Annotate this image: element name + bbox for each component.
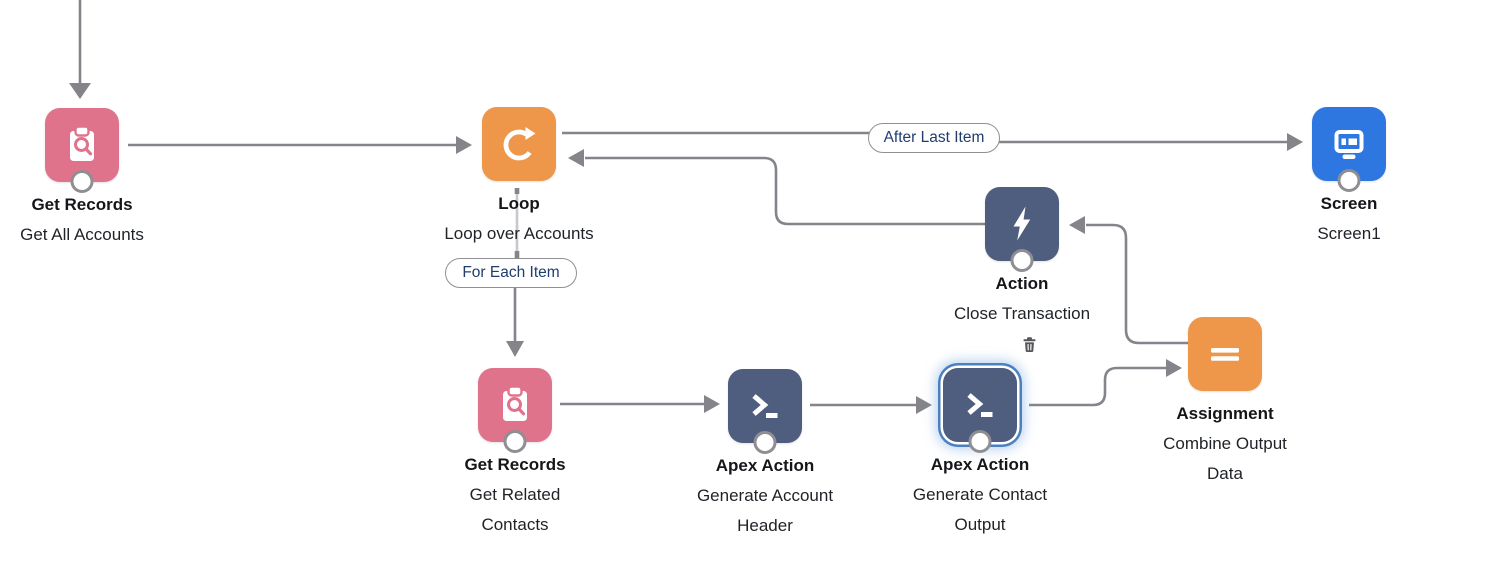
node-api-name: Loop over Accounts xyxy=(444,224,594,243)
connector-anchor[interactable] xyxy=(503,430,527,453)
arrowhead-right xyxy=(456,136,472,154)
node-loop-over-accounts[interactable]: Loop Loop over Accounts xyxy=(444,107,594,243)
node-get-related-contacts[interactable]: Get Records Get Related Contacts xyxy=(464,368,566,534)
connector-label-text: For Each Item xyxy=(462,264,560,281)
arrowhead-right xyxy=(704,395,720,413)
node-type-label: Apex Action xyxy=(930,455,1030,474)
arrowhead-right xyxy=(1166,359,1182,377)
monitor-icon xyxy=(1312,107,1386,181)
equals-icon xyxy=(1188,317,1262,391)
node-close-transaction[interactable]: Action Close Transaction xyxy=(954,187,1090,323)
node-api-name: Get All Accounts xyxy=(20,225,144,244)
connector-label-for-each-item[interactable]: For Each Item xyxy=(445,258,577,288)
clipboard-search-icon xyxy=(478,368,552,442)
arrowhead-right xyxy=(916,396,932,414)
loop-arrow-icon xyxy=(482,107,556,181)
arrowhead-left xyxy=(568,149,584,167)
node-type-label: Screen xyxy=(1320,194,1378,213)
node-type-label: Apex Action xyxy=(715,456,815,475)
arrowhead-right xyxy=(1287,133,1303,151)
node-api-name: Get Related Contacts xyxy=(469,485,561,534)
connector-apex1-to-apex2[interactable] xyxy=(810,396,932,414)
node-api-name: Combine Output Data xyxy=(1163,434,1287,483)
connector-start-to-get-records[interactable] xyxy=(69,0,91,99)
node-type-label: Get Records xyxy=(464,455,566,474)
connector-action-back-to-loop[interactable] xyxy=(568,149,985,226)
node-generate-contact-output[interactable]: Apex Action Generate Contact Output xyxy=(913,368,1047,534)
lightning-icon xyxy=(985,187,1059,261)
connector-anchor[interactable] xyxy=(753,431,777,454)
node-get-records-all-accounts[interactable]: Get Records Get All Accounts xyxy=(20,108,144,244)
connector-anchor[interactable] xyxy=(1010,249,1034,272)
node-generate-account-header[interactable]: Apex Action Generate Account Header xyxy=(697,369,833,535)
terminal-prompt-icon xyxy=(943,368,1017,442)
connector-label-text: After Last Item xyxy=(883,129,985,146)
connector-get-records-to-loop[interactable] xyxy=(128,136,472,154)
connector-label-after-last-item[interactable]: After Last Item xyxy=(868,123,1000,153)
node-type-label: Assignment xyxy=(1176,404,1274,423)
terminal-prompt-icon xyxy=(728,369,802,443)
delete-node-button[interactable] xyxy=(1020,335,1038,353)
arrowhead-down xyxy=(506,341,524,357)
connector-anchor[interactable] xyxy=(70,170,94,193)
arrowhead-left xyxy=(1069,216,1085,234)
node-type-label: Loop xyxy=(498,194,540,213)
arrowhead-down xyxy=(69,83,91,99)
node-api-name: Generate Account Header xyxy=(696,486,834,535)
node-screen1[interactable]: Screen Screen1 xyxy=(1312,107,1386,243)
connector-anchor[interactable] xyxy=(1337,169,1361,192)
node-type-label: Action xyxy=(995,274,1049,293)
connector-get-records-to-apex1[interactable] xyxy=(560,395,720,413)
node-type-label: Get Records xyxy=(31,195,133,214)
node-api-name: Screen1 xyxy=(1317,224,1381,243)
clipboard-search-icon xyxy=(45,108,119,182)
node-api-name: Generate Contact Output xyxy=(912,485,1048,534)
node-api-name: Close Transaction xyxy=(953,304,1091,323)
connector-anchor[interactable] xyxy=(968,430,992,453)
node-combine-output-data[interactable]: Assignment Combine Output Data xyxy=(1163,317,1287,483)
trash-icon xyxy=(1023,336,1035,352)
